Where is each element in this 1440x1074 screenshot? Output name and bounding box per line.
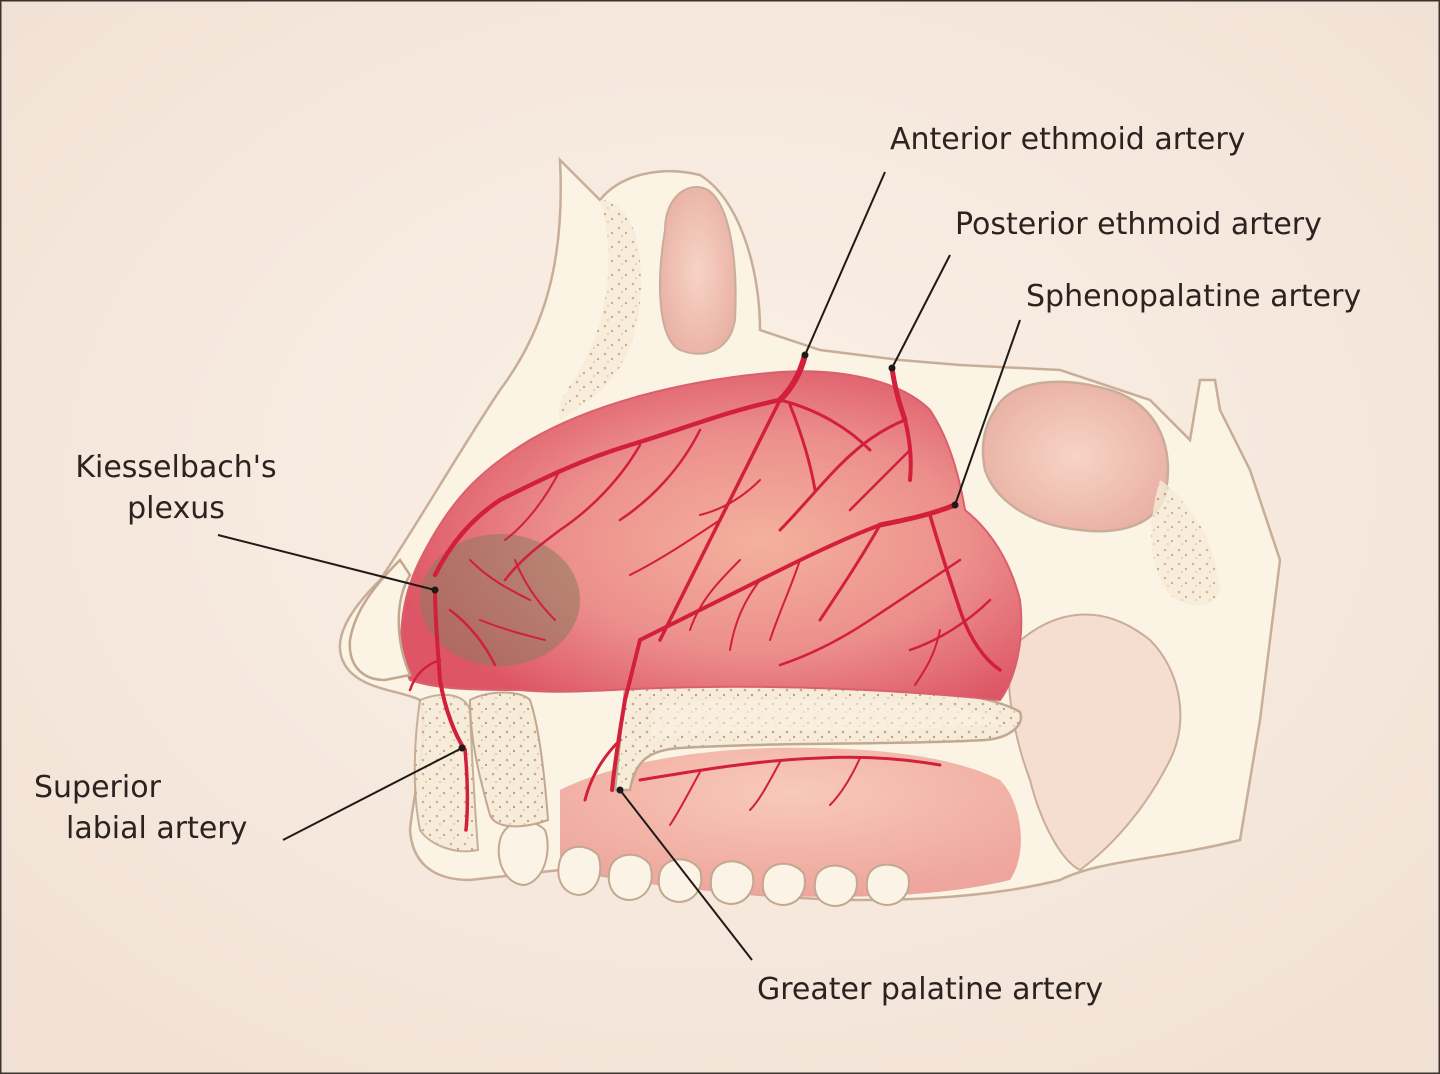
arteries — [408, 352, 1002, 832]
leader-sphenopalatine — [954, 319, 1021, 506]
upper-teeth — [497, 820, 910, 908]
premaxilla-bone — [468, 691, 550, 828]
leader-lines — [217, 171, 1021, 961]
palate-bone-inner — [650, 699, 1000, 740]
nasal-bone-texture — [559, 200, 641, 420]
soft-palate — [1007, 613, 1182, 872]
sphenoid-sinus — [981, 380, 1170, 533]
leader-kiesselbach — [217, 534, 436, 591]
leader-greater-palatine — [619, 789, 753, 961]
leader-superior-labial — [282, 747, 463, 841]
label-greater-palatine-artery: Greater palatine artery — [757, 972, 1104, 1007]
leader-anterior-ethmoid — [804, 171, 886, 356]
kiesselbach-plexus-area — [420, 534, 580, 666]
sphenoid-bone-texture — [1151, 480, 1220, 606]
label-posterior-ethmoid-artery: Posterior ethmoid artery — [955, 207, 1322, 242]
label-kiesselbach-line1: Kiesselbach's — [75, 450, 277, 485]
label-sphenopalatine-artery: Sphenopalatine artery — [1026, 279, 1362, 314]
label-kiesselbach-plexus: Kiesselbach's plexus — [70, 448, 282, 529]
leader-posterior-ethmoid — [891, 254, 951, 369]
upper-lip-bone — [413, 693, 480, 853]
label-superior-labial-artery: Superior labial artery — [34, 768, 247, 849]
label-kiesselbach-line2: plexus — [127, 490, 225, 526]
nasal-ala — [348, 558, 412, 682]
label-anterior-ethmoid-artery: Anterior ethmoid artery — [890, 122, 1246, 157]
frontal-sinus — [659, 185, 737, 355]
label-superior-labial-line1: Superior — [34, 770, 161, 805]
leader-endpoints — [431, 351, 959, 794]
label-superior-labial-line2: labial artery — [66, 810, 248, 846]
